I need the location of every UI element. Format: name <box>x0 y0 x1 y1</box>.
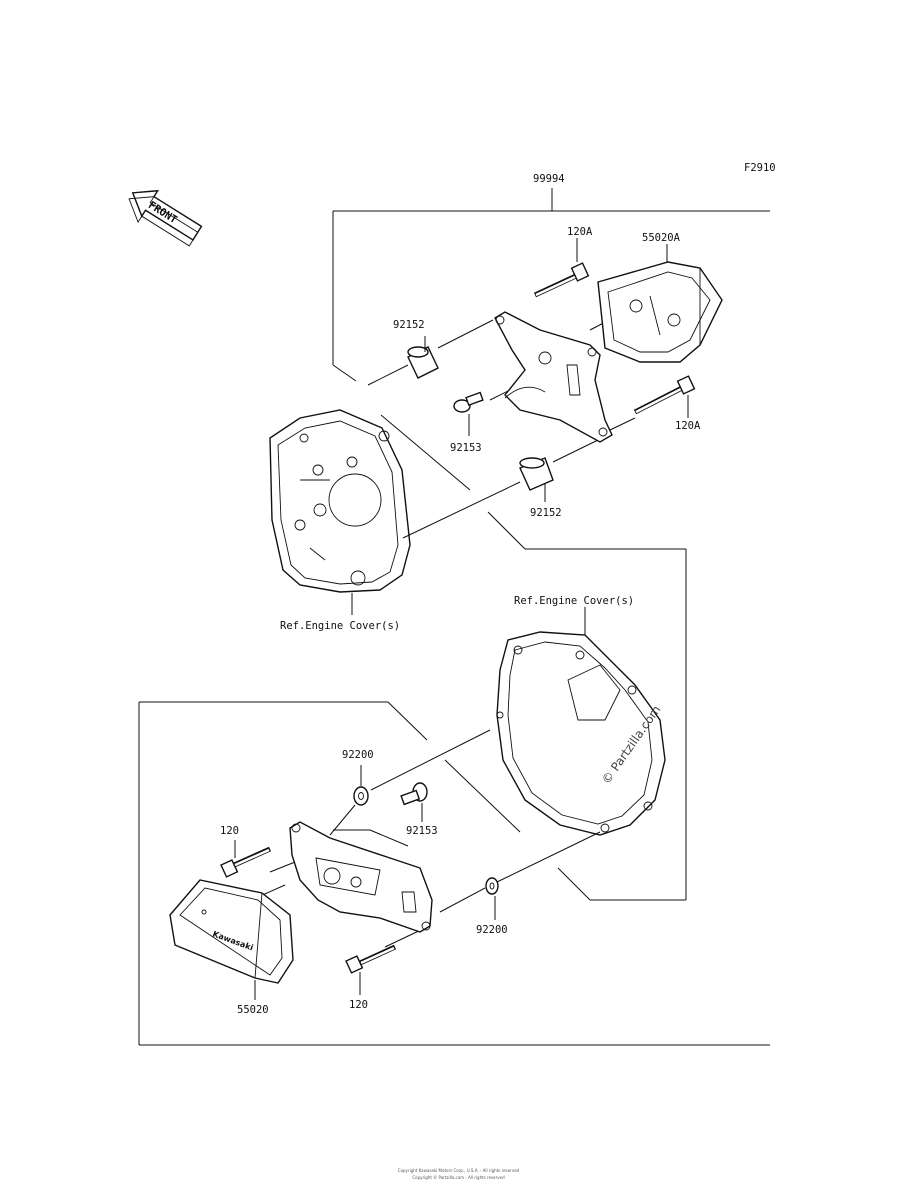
label-bolt-a-right: 120A <box>675 420 701 432</box>
label-washer-right: 92200 <box>476 924 508 936</box>
washer-right <box>485 877 499 895</box>
footer-line1: Copyright Kawasaki Motors Corp., U.S.A. … <box>397 1168 520 1173</box>
washer-top <box>353 786 369 806</box>
spacer-top <box>407 346 439 379</box>
front-arrow-icon: FRONT <box>128 189 203 247</box>
bolt-a-right <box>633 375 696 415</box>
cover-a <box>597 261 723 363</box>
label-engine-cover-right: Ref.Engine Cover(s) <box>514 595 634 607</box>
cover: Kawasaki <box>169 879 294 984</box>
label-screw-bottom: 92153 <box>406 825 438 837</box>
bolt-a-top <box>533 262 590 298</box>
label-washer-top: 92200 <box>342 749 374 761</box>
bolt-left <box>220 846 272 878</box>
label-bolt-a-top: 120A <box>567 226 593 238</box>
bracket-plate-bottom <box>289 821 433 933</box>
screw-top <box>453 391 484 413</box>
bracket-plate-top <box>494 311 613 443</box>
bolt-bottom <box>345 944 397 974</box>
label-cover-a: 55020A <box>642 232 681 244</box>
kit-bracket <box>138 188 770 1046</box>
label-cover: 55020 <box>237 1004 269 1016</box>
label-bolt-left: 120 <box>220 825 239 837</box>
engine-cover-bottom <box>496 631 666 836</box>
label-kit: 99994 <box>533 173 565 185</box>
label-bolt-bottom: 120 <box>349 999 368 1011</box>
label-spacer-bottom: 92152 <box>530 507 562 519</box>
label-engine-cover-left: Ref.Engine Cover(s) <box>280 620 400 632</box>
spacer-bottom <box>519 457 554 491</box>
label-spacer-top: 92152 <box>393 319 425 331</box>
footer-line2: Copyright © Partzilla.com - All rights r… <box>412 1175 505 1180</box>
label-screw-top: 92153 <box>450 442 482 454</box>
screw-bottom <box>400 782 428 806</box>
figure-code: F2910 <box>744 162 776 174</box>
engine-cover-top <box>269 409 411 593</box>
